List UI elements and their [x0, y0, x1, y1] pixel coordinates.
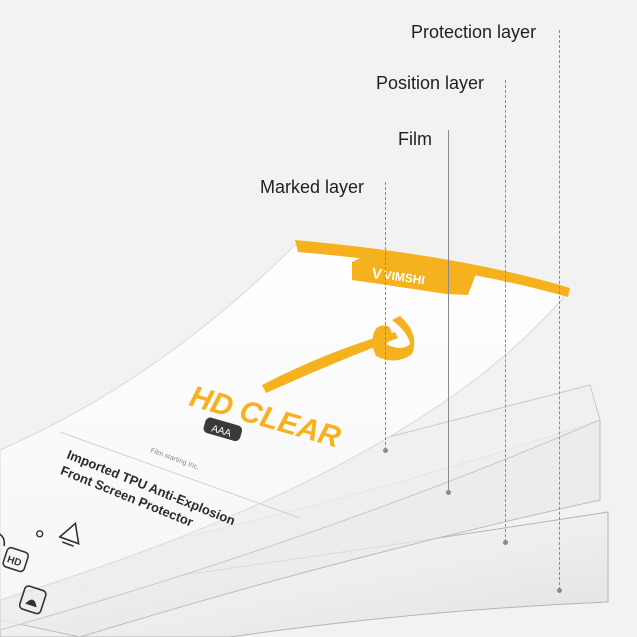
brand-name: VIMSHI — [383, 268, 426, 288]
leader-dot-marked-layer — [383, 448, 388, 453]
label-marked-layer: Marked layer — [260, 177, 365, 197]
label-protection-layer: Protection layer — [411, 22, 537, 42]
squeegee-head-icon — [372, 316, 415, 361]
squeegee-icon — [262, 332, 398, 393]
phone-guard-icon — [18, 585, 47, 615]
leader-dot-protection-layer — [557, 588, 562, 593]
label-film: Film — [398, 129, 432, 149]
brand-tab — [352, 252, 478, 295]
leader-dot-film — [446, 490, 451, 495]
yellow-top-band — [295, 240, 570, 297]
leader-marked-layer — [385, 182, 386, 450]
hd-icon-text: HD — [6, 554, 23, 569]
leader-position-layer — [505, 80, 506, 542]
grade-badge — [203, 417, 243, 442]
divider-line — [59, 431, 301, 519]
leader-protection-layer — [559, 30, 560, 590]
leader-film — [448, 130, 449, 492]
label-position-layer: Position layer — [376, 73, 485, 93]
hd-icon: HD — [2, 546, 30, 573]
corner-icon — [0, 533, 6, 547]
grade-badge-text: AAA — [210, 423, 233, 439]
explosion-proof-icon — [35, 521, 80, 547]
brand-v-logo: V — [371, 265, 383, 283]
leader-dot-position-layer — [503, 540, 508, 545]
